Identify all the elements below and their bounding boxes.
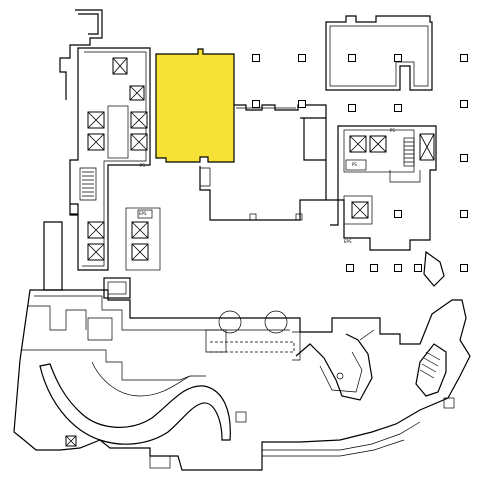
- structural-column: [414, 264, 422, 272]
- structural-column: [298, 54, 306, 62]
- structural-column: [394, 210, 402, 218]
- structural-column: [460, 264, 468, 272]
- structural-column: [298, 100, 306, 108]
- structural-column: [460, 54, 468, 62]
- room-label-ps-3: PS: [352, 162, 357, 167]
- structural-column: [394, 264, 402, 272]
- room-label-ps-1: PS: [140, 163, 145, 168]
- structural-column: [460, 210, 468, 218]
- south-podium: [13, 221, 471, 471]
- east-block: [325, 15, 445, 287]
- room-label-eps-2: EPS: [344, 239, 352, 244]
- room-label-ps-2: PS: [390, 128, 395, 133]
- structural-column: [460, 100, 468, 108]
- structural-column: [252, 100, 260, 108]
- structural-column: [346, 264, 354, 272]
- structural-column: [394, 54, 402, 62]
- structural-column: [370, 264, 378, 272]
- column-grid: [252, 54, 468, 272]
- structural-column: [394, 104, 402, 112]
- structural-column: [348, 54, 356, 62]
- structural-column: [348, 104, 356, 112]
- structural-column: [460, 154, 468, 162]
- highlighted-space[interactable]: [155, 48, 235, 163]
- room-label-eps-1: EPS: [139, 211, 147, 216]
- west-core-block: [59, 9, 161, 299]
- structural-column: [252, 54, 260, 62]
